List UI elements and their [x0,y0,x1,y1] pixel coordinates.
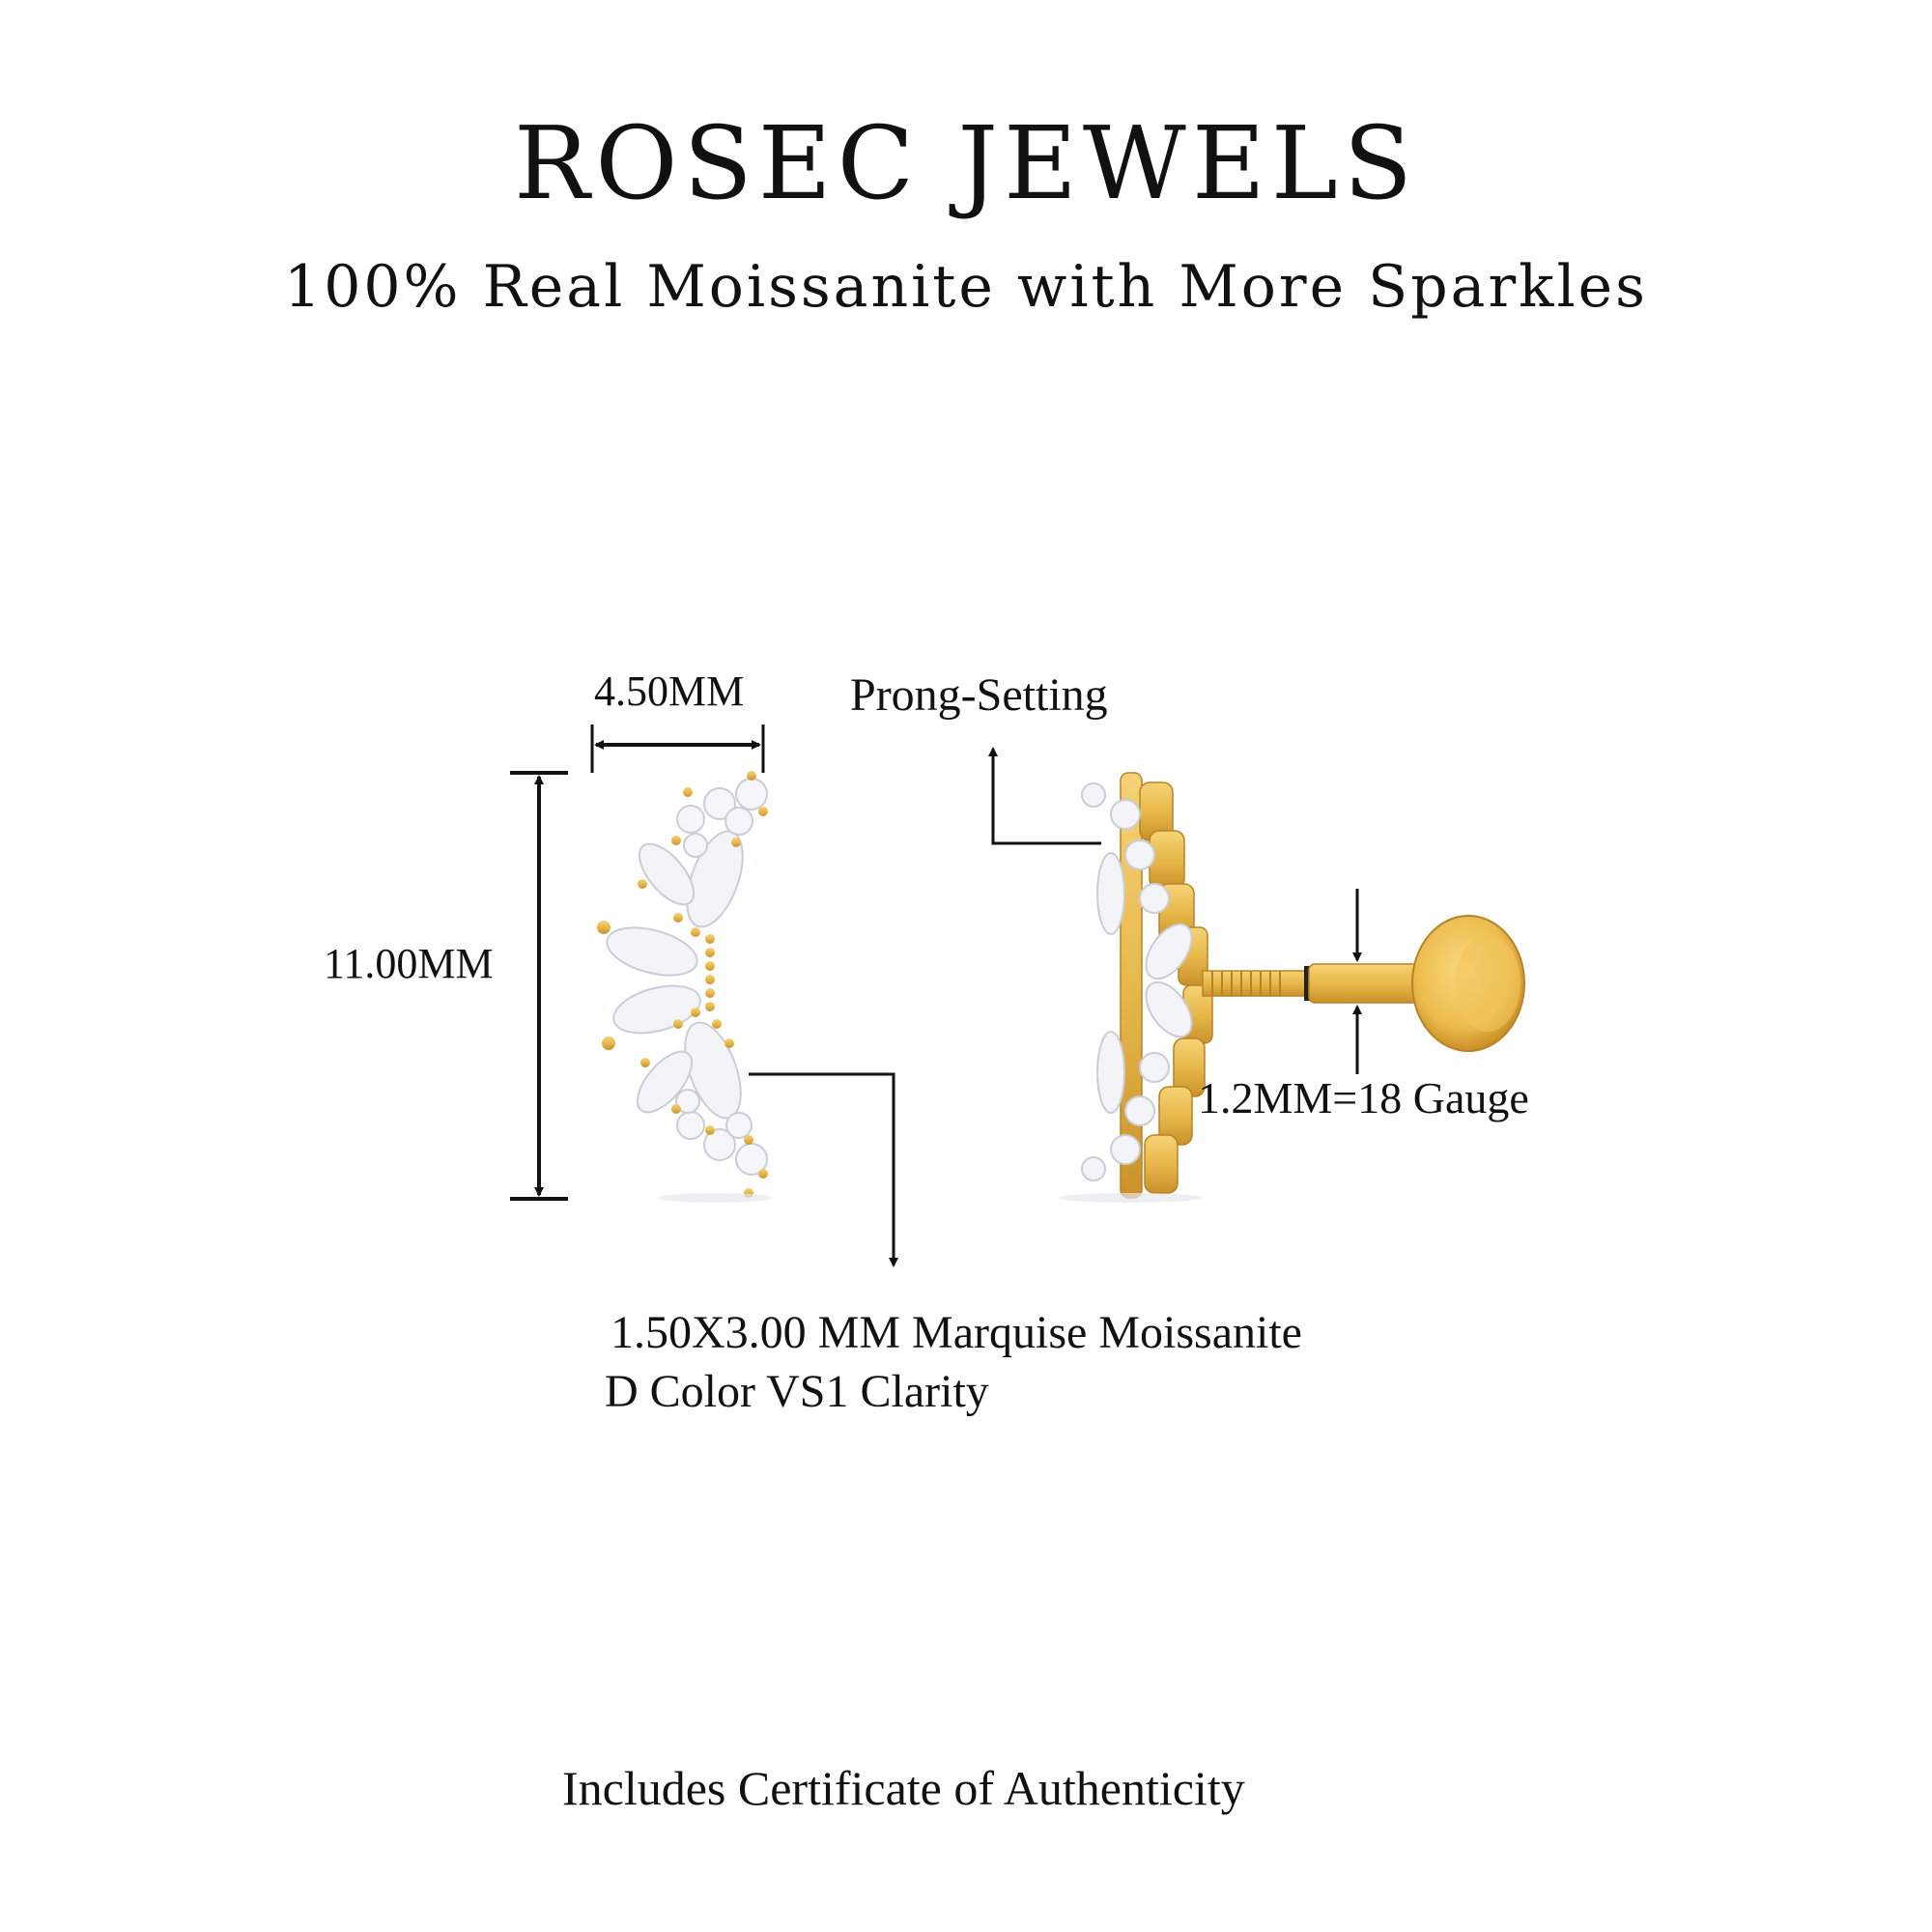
stone-spec-line2: D Color VS1 Clarity [605,1366,989,1417]
brand-title: ROSEC JEWELS [513,104,1419,222]
earring-front-view [597,771,773,1203]
width-label: 4.50MM [594,668,745,715]
gauge-label: 1.2MM=18 Gauge [1198,1073,1529,1122]
earring-side-view [1058,772,1525,1203]
height-label: 11.00MM [324,940,494,987]
stone-leader-line [749,1072,898,1267]
height-dimension [510,771,568,1201]
stone-spec-line1: 1.50X3.00 MM Marquise Moissanite [611,1307,1302,1358]
prong-leader-line [988,747,1101,845]
certificate-note: Includes Certificate of Authenticity [562,1761,1245,1815]
tagline: 100% Real Moissanite with More Sparkles [284,253,1648,321]
prong-setting-label: Prong-Setting [850,669,1108,721]
width-dimension [590,724,765,773]
